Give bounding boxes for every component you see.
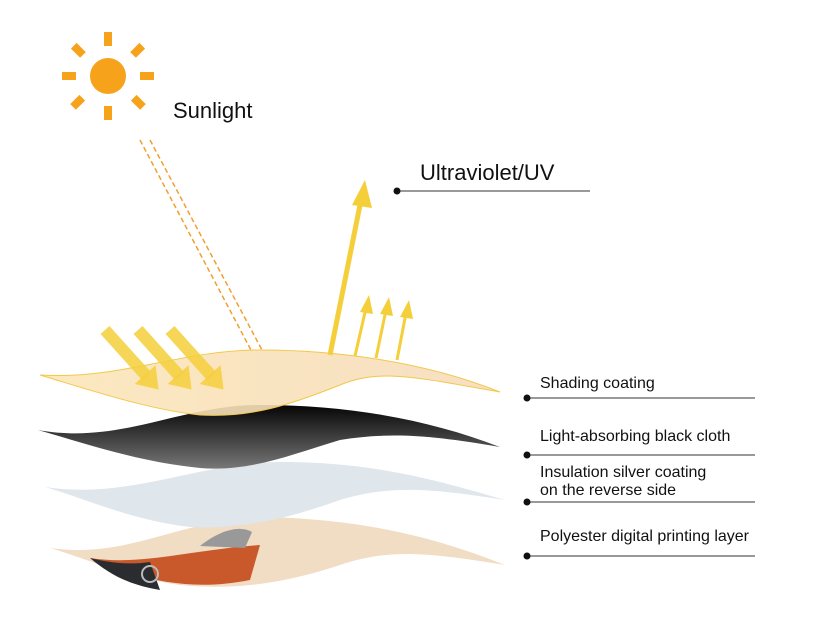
shading-coating-label: Shading coating <box>540 375 655 392</box>
silver-coating-label-line2: on the reverse side <box>540 482 677 499</box>
black-cloth-layer <box>38 405 500 469</box>
incoming-light-arrows <box>100 325 224 390</box>
leader-lines <box>393 187 755 560</box>
reflected-uv-arrows <box>327 180 413 361</box>
silver-coating-label-line1: Insulation silver coating <box>540 464 707 481</box>
sun-icon <box>62 32 154 120</box>
sunlight-ray-dashed <box>139 139 263 353</box>
sunlight-label: Sunlight <box>173 98 253 123</box>
black-cloth-label: Light-absorbing black cloth <box>540 428 731 445</box>
uv-label: Ultraviolet/UV <box>420 160 555 185</box>
silver-coating-label: Insulation silver coating on the reverse… <box>540 464 706 500</box>
polyester-print-layer <box>50 516 505 590</box>
silver-coating-layer <box>45 462 505 528</box>
printing-layer-label: Polyester digital printing layer <box>540 528 749 545</box>
shading-coating-layer <box>39 349 501 416</box>
